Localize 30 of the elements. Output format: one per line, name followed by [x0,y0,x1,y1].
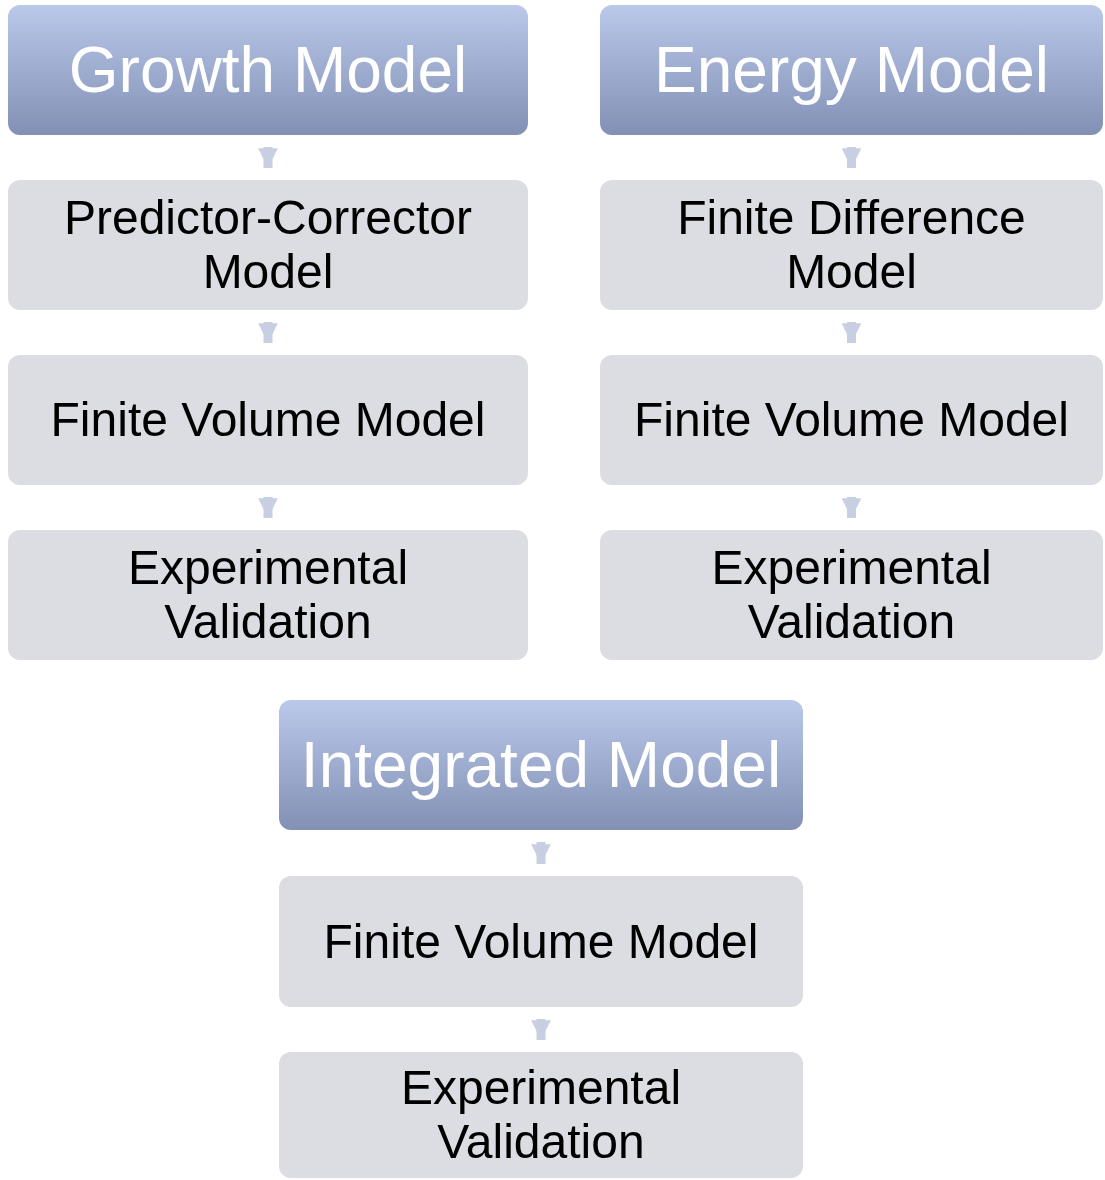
step-text: Predictor-Corrector Model [62,191,474,299]
header-text: Integrated Model [299,728,783,802]
process-box [8,355,528,485]
step-text: Experimental Validation [126,541,410,649]
arrow [841,497,862,518]
header-text: Energy Model [653,33,1050,107]
process-box [279,1052,803,1178]
header-text: Growth Model [67,33,469,107]
arrow [531,842,551,864]
arrow [258,322,278,343]
step-text: Finite Difference Model [676,191,1027,299]
arrow [258,497,278,518]
process-box [279,876,803,1007]
step-text: Finite Volume Model [49,393,487,447]
step-text: Finite Volume Model [322,914,760,969]
arrow [531,1019,551,1040]
arrow [841,322,862,343]
header-box [8,5,528,135]
step-text: Experimental Validation [710,541,993,649]
process-box [8,530,528,660]
process-box [600,530,1103,660]
arrow [258,147,278,168]
process-box [600,355,1103,485]
header-box [600,5,1103,135]
header-box [279,700,803,830]
step-text: Finite Volume Model [633,393,1070,447]
step-text: Experimental Validation [399,1061,683,1169]
process-box [8,180,528,310]
process-box [600,180,1103,310]
arrow [841,147,862,168]
